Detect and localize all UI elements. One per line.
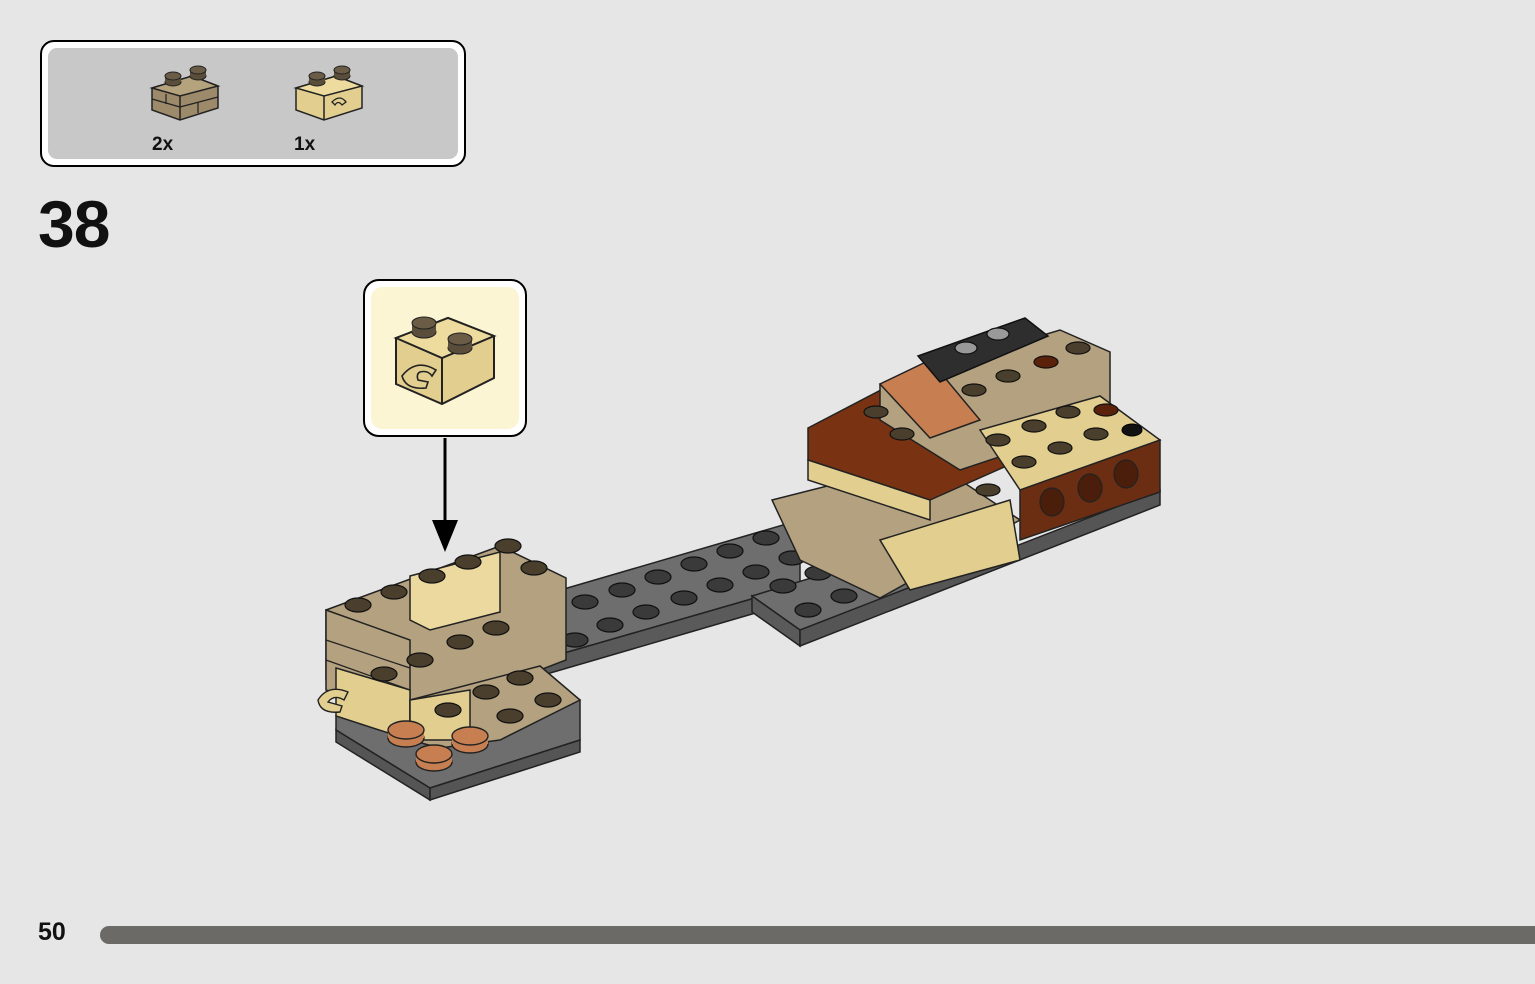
page-number: 50: [38, 918, 66, 946]
progress-bar: [100, 926, 1535, 944]
parts-list-panel: [48, 48, 458, 159]
tan-clip-brick-icon: [292, 62, 367, 124]
parts-list-box: [40, 40, 466, 167]
tan-masonry-brick-icon: [148, 64, 223, 124]
arrow-head-icon: [432, 520, 458, 552]
part-quantity: 2x: [152, 134, 174, 155]
part-quantity: 1x: [294, 134, 316, 155]
callout-clip-brick-icon: [388, 304, 506, 414]
step-number: 38: [38, 187, 110, 261]
